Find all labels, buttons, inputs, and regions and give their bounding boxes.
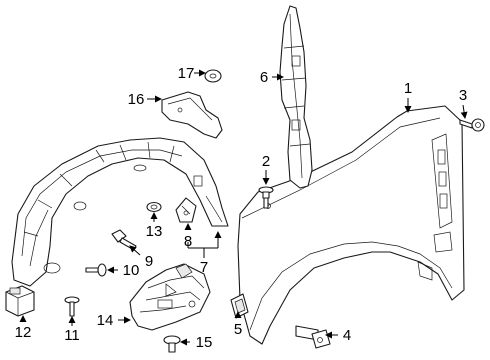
callout-8: 8 [184,233,192,250]
callout-12: 12 [15,324,32,341]
callout-9: 9 [145,253,153,270]
callout-labels: 1 2 3 4 5 6 7 8 9 10 11 12 13 14 15 16 1… [15,65,468,351]
callout-7: 7 [200,259,208,276]
callout-3: 3 [459,87,467,104]
callout-11: 11 [64,327,80,344]
bolt-2 [258,186,274,209]
callout-6: 6 [260,69,268,86]
bolt-3 [459,118,485,132]
insulator-pad [161,91,223,139]
callout-2: 2 [262,153,270,170]
seal-strip [295,325,331,349]
callout-1: 1 [404,80,412,97]
callout-15: 15 [196,334,213,351]
pin-10 [85,263,107,277]
fender-bracket [279,5,313,189]
callout-5: 5 [234,321,242,338]
callout-14: 14 [97,312,114,329]
callout-17: 17 [178,65,195,82]
callout-4: 4 [343,327,351,344]
bolt-15 [163,335,181,353]
fender-panel [237,105,465,345]
fender-liner [11,137,229,287]
callout-13: 13 [146,223,163,240]
pin-11 [64,296,80,317]
callout-16: 16 [128,91,145,108]
leader-lines [19,69,468,346]
splash-shield [129,263,211,331]
callout-10: 10 [123,262,140,279]
screw-9 [111,229,137,251]
clip-bracket [175,197,197,223]
small-pad [204,69,222,83]
grommet [146,201,162,213]
retainer-clip [5,285,35,317]
